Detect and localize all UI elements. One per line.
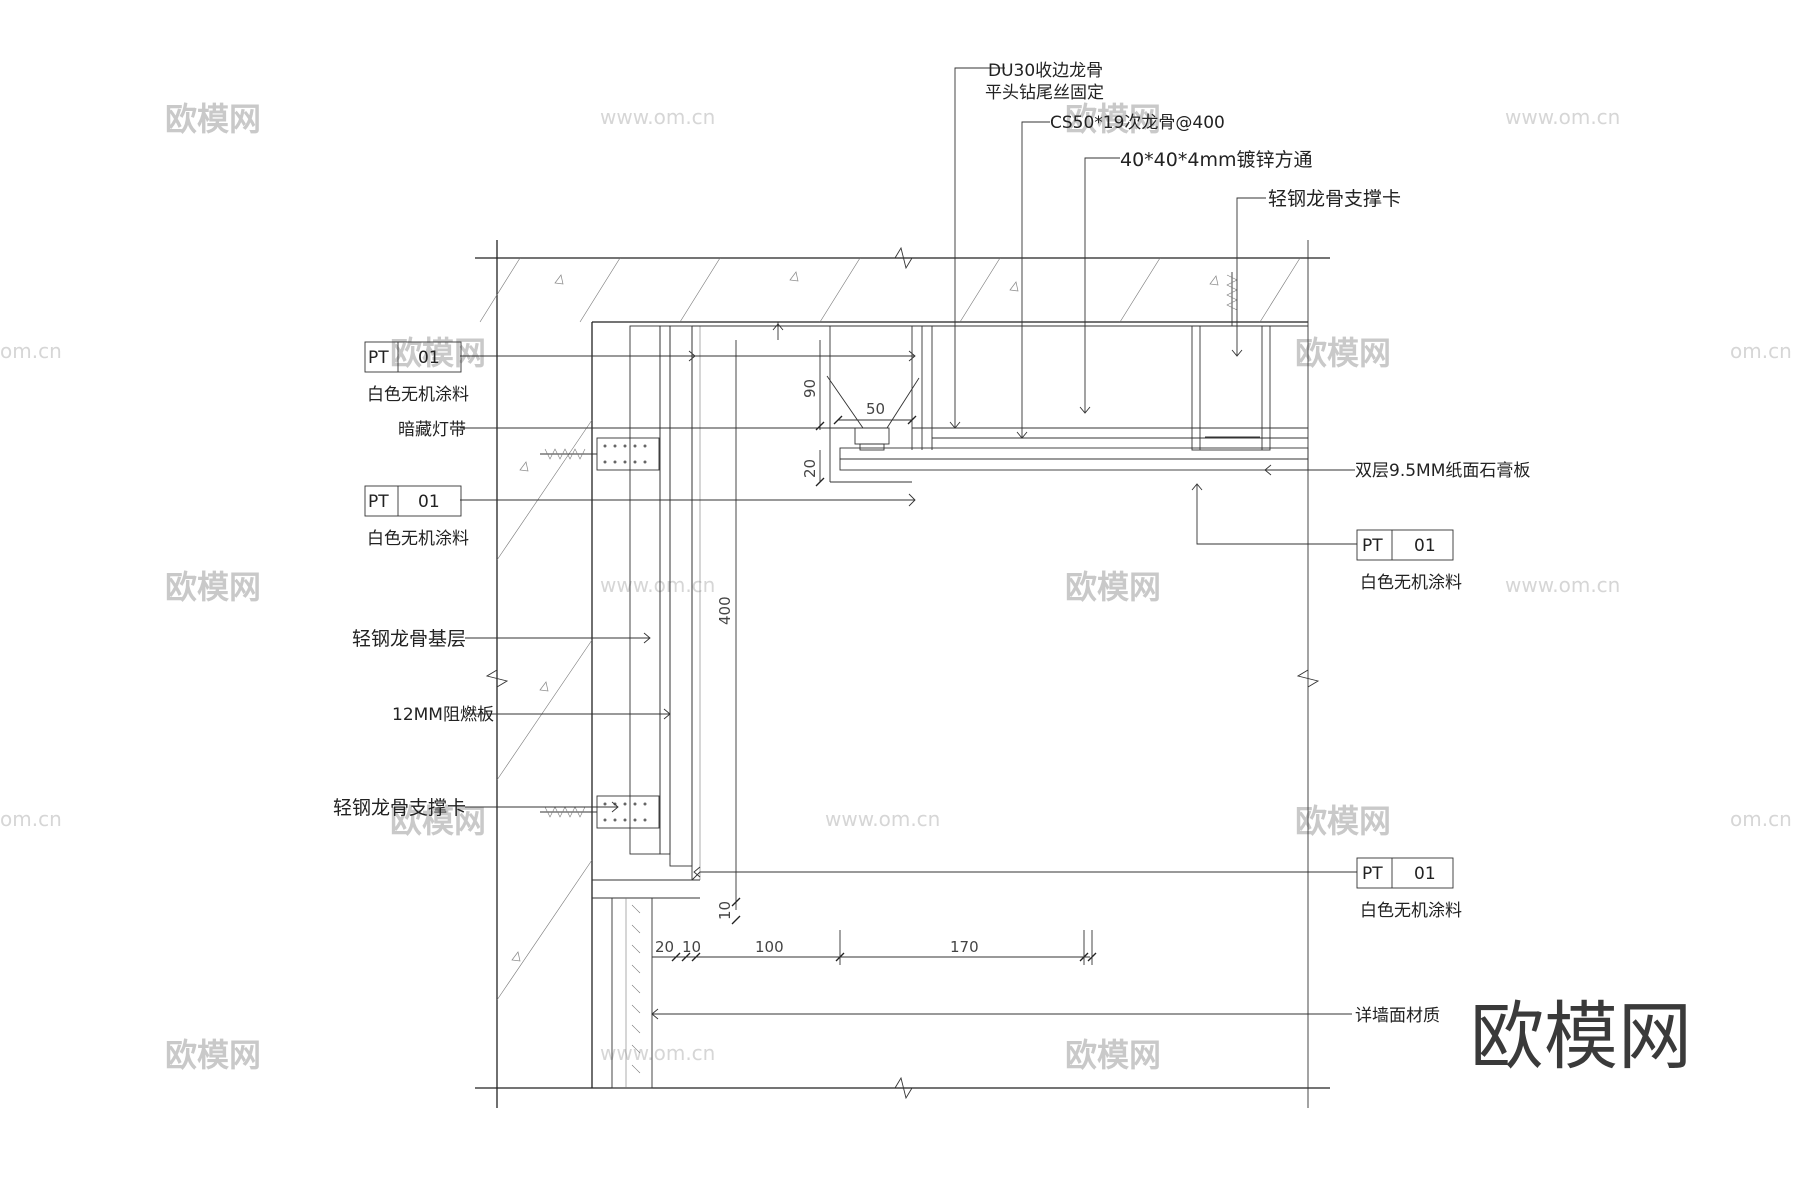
label-wall-material: 详墙面材质 [1355,1006,1440,1026]
tag-description: 白色无机涂料 [1360,901,1462,921]
watermark-logo: 欧模网 [1295,334,1391,372]
watermark-url: www.om.cn [600,573,715,597]
support-clip-bracket [596,795,660,829]
watermark-url: om.cn [0,339,62,363]
ceiling-assembly [692,272,1309,483]
watermark-logo: 欧模网 [165,568,261,606]
label-support-clip-top: 轻钢龙骨支撑卡 [1268,188,1401,210]
label-fire-retardant-board: 12MM阻燃板 [392,705,494,725]
watermark-logo: 欧模网 [165,100,261,138]
watermark-logo: 欧模网 [165,1036,261,1074]
watermark-layer: 欧模网 www.om.cn 欧模网 www.om.cn om.cn 欧模网 欧模… [0,100,1792,1074]
tag-description: 白色无机涂料 [367,385,469,405]
tag-number: 01 [1414,536,1436,556]
tag-code: PT [1362,536,1383,556]
label-support-clip-left: 轻钢龙骨支撑卡 [333,797,466,819]
dim-100: 100 [755,938,784,956]
dim-50: 50 [866,400,885,418]
material-tag: PT 01 白色无机涂料 [1356,857,1462,921]
watermark-logo: 欧模网 [1295,802,1391,840]
watermark-url: om.cn [1730,807,1792,831]
watermark-logo: 欧模网 [1065,1036,1161,1074]
dim-90: 90 [801,379,819,398]
dim-400: 400 [716,596,734,625]
watermark-url: om.cn [1730,339,1792,363]
tag-code: PT [1362,864,1383,884]
label-cs50-keel: CS50*19次龙骨@400 [1050,113,1225,133]
dimension-lines [652,340,1097,965]
dim-20-vertical: 20 [801,459,819,478]
dim-170: 170 [950,938,979,956]
label-steel-keel-base: 轻钢龙骨基层 [352,628,466,650]
tag-description: 白色无机涂料 [367,529,469,549]
tag-description: 白色无机涂料 [1360,573,1462,593]
material-tag: PT 01 白色无机涂料 [364,341,469,405]
watermark-logo: 欧模网 [390,334,486,372]
dim-10-horizontal: 10 [682,938,701,956]
watermark-url: www.om.cn [1505,573,1620,597]
watermark-logo: 欧模网 [390,802,486,840]
watermark-url: www.om.cn [600,105,715,129]
label-du30-edge-keel: DU30收边龙骨 [988,61,1103,81]
watermark-url: www.om.cn [600,1041,715,1065]
brand-logo: 欧模网 [1470,994,1692,1080]
label-gypsum-board: 双层9.5MM纸面石膏板 [1355,460,1530,481]
label-self-drilling-screw: 平头钻尾丝固定 [985,83,1104,103]
material-tag: PT 01 白色无机涂料 [1356,529,1462,593]
watermark-url: om.cn [0,807,62,831]
label-hidden-light-strip: 暗藏灯带 [398,420,466,440]
dim-20-horizontal: 20 [655,938,674,956]
support-clip-bracket [596,437,660,471]
tag-code: PT [368,492,389,512]
watermark-url: www.om.cn [825,807,940,831]
wall-assembly [540,325,701,1089]
watermark-logo: 欧模网 [1065,100,1161,138]
label-square-tube: 40*40*4mm镀锌方通 [1120,149,1312,171]
watermark-logo: 欧模网 [1065,568,1161,606]
watermark-url: www.om.cn [1505,105,1620,129]
concrete-structure [475,240,1330,1108]
tag-number: 01 [1414,864,1436,884]
material-tag: PT 01 白色无机涂料 [364,485,469,549]
leader-lines [460,67,1357,1020]
tag-number: 01 [418,492,440,512]
tag-number: 01 [418,348,440,368]
callout-labels: DU30收边龙骨 平头钻尾丝固定 CS50*19次龙骨@400 40*40*4m… [333,61,1530,1026]
tag-code: PT [368,348,389,368]
dim-10-vertical: 10 [716,901,734,920]
dimension-labels: 90 50 20 400 10 20 10 100 170 [655,379,979,956]
